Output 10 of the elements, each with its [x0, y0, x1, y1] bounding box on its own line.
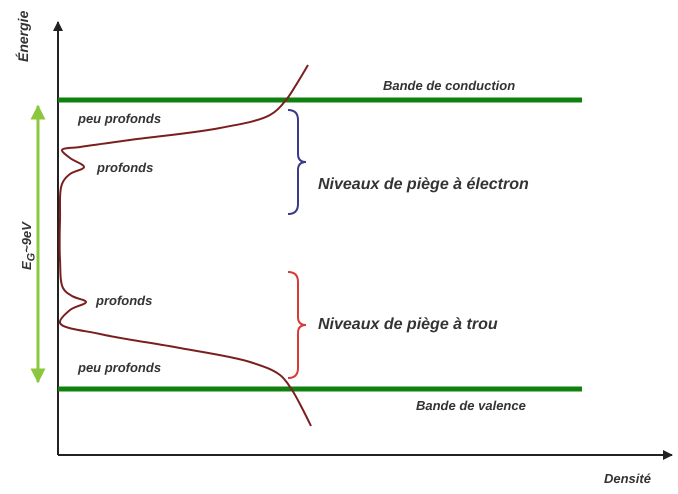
- band-label: Bande de conduction: [383, 79, 516, 94]
- level-label: peu profonds: [78, 361, 162, 376]
- level-label: peu profonds: [78, 112, 162, 126]
- level-label: profonds: [96, 294, 152, 308]
- level-label: profonds: [97, 161, 154, 176]
- trap-label: Niveaux de piège à électron: [318, 176, 529, 194]
- axis-label: Densité: [604, 472, 651, 486]
- trap-label: Niveaux de piège à trou: [318, 316, 498, 334]
- axis-label: Énergie: [16, 10, 32, 62]
- band-label: Bande de valence: [416, 399, 526, 414]
